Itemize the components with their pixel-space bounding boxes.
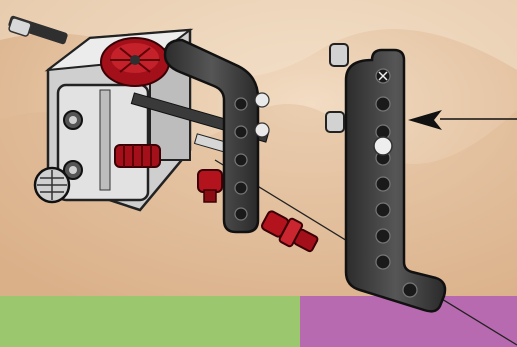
worm-gear-icon: [115, 145, 160, 167]
beam-highlight-hole: [374, 137, 392, 155]
crown-gear-icon: [101, 38, 169, 86]
knob-icon: [35, 168, 69, 202]
bottom-strip-green: [0, 296, 300, 347]
